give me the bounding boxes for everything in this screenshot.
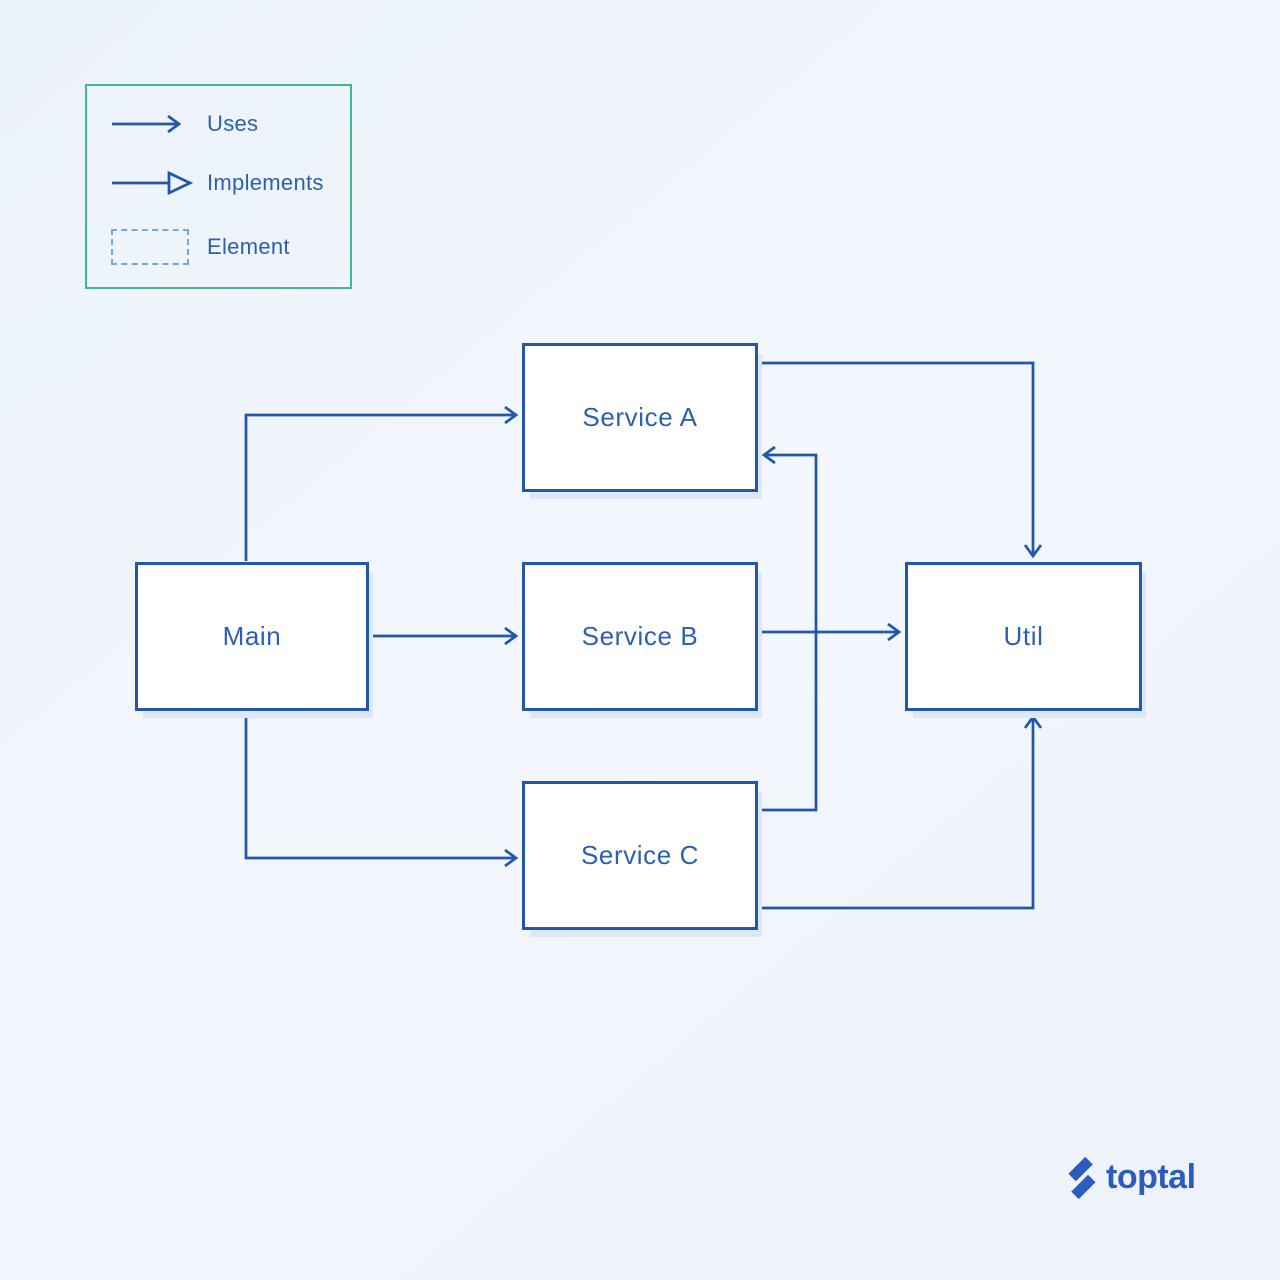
node-service-c-label: Service C bbox=[580, 840, 700, 870]
legend-row-implements: Implements bbox=[111, 163, 324, 203]
legend-row-element: Element bbox=[111, 227, 290, 267]
implements-arrow-icon bbox=[111, 170, 207, 196]
legend-label-element: Element bbox=[207, 234, 290, 259]
edge-main-to-service-a bbox=[244, 405, 519, 561]
edge-service-a-to-util bbox=[759, 361, 1043, 559]
legend-row-uses: Uses bbox=[111, 104, 258, 144]
node-main: Main bbox=[135, 562, 369, 711]
node-service-a-label: Service A bbox=[582, 402, 698, 432]
node-service-a: Service A bbox=[522, 343, 758, 492]
node-main-label: Main bbox=[222, 621, 282, 651]
toptal-wordmark: toptal bbox=[1106, 1158, 1196, 1196]
edge-service-c-to-service-a bbox=[759, 445, 818, 812]
node-service-b-label: Service B bbox=[581, 621, 699, 651]
toptal-bolt-icon bbox=[1068, 1156, 1096, 1200]
legend-label-uses: Uses bbox=[207, 111, 259, 136]
node-service-c: Service C bbox=[522, 781, 758, 930]
edge-main-to-service-c bbox=[244, 712, 519, 868]
edge-service-c-to-util bbox=[759, 714, 1043, 910]
node-util-label: Util bbox=[1003, 621, 1044, 651]
legend-label-implements: Implements bbox=[207, 170, 324, 195]
node-service-b: Service B bbox=[522, 562, 758, 711]
node-util: Util bbox=[905, 562, 1142, 711]
uses-arrow-icon bbox=[111, 114, 207, 134]
element-box-icon bbox=[111, 229, 207, 265]
toptal-logo: toptal bbox=[1066, 1155, 1196, 1200]
legend-box: Uses Implements Element bbox=[85, 84, 352, 289]
